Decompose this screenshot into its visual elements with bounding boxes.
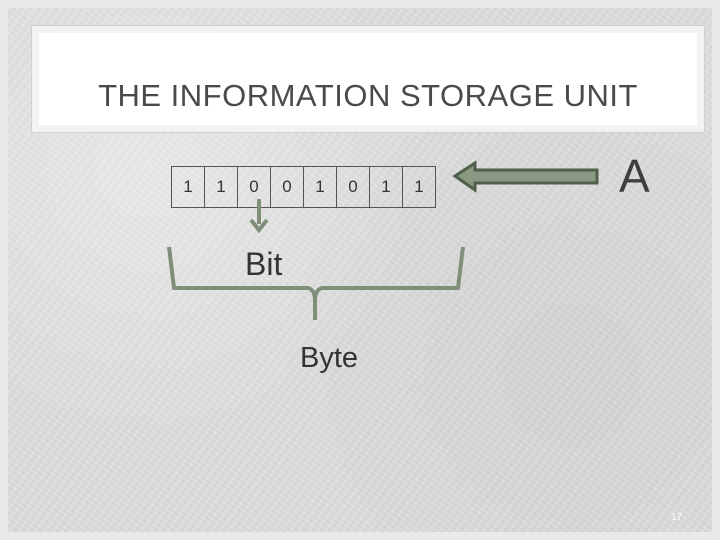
byte-bit-row: 1 1 0 0 1 0 1 1: [171, 166, 436, 208]
byte-brace-icon: [167, 246, 465, 320]
down-arrow-icon: [249, 199, 269, 234]
bit-cell: 1: [402, 166, 436, 208]
character-letter: A: [619, 150, 650, 202]
byte-label: Byte: [300, 342, 359, 374]
slide-title: THE INFORMATION STORAGE UNIT: [98, 78, 638, 113]
bit-label: Bit: [245, 246, 283, 282]
title-box: THE INFORMATION STORAGE UNIT: [31, 25, 705, 133]
left-arrow-icon: [452, 160, 599, 193]
slide: THE INFORMATION STORAGE UNIT 1 1 0 0 1 0…: [8, 8, 712, 532]
page-number: 17: [671, 512, 683, 523]
